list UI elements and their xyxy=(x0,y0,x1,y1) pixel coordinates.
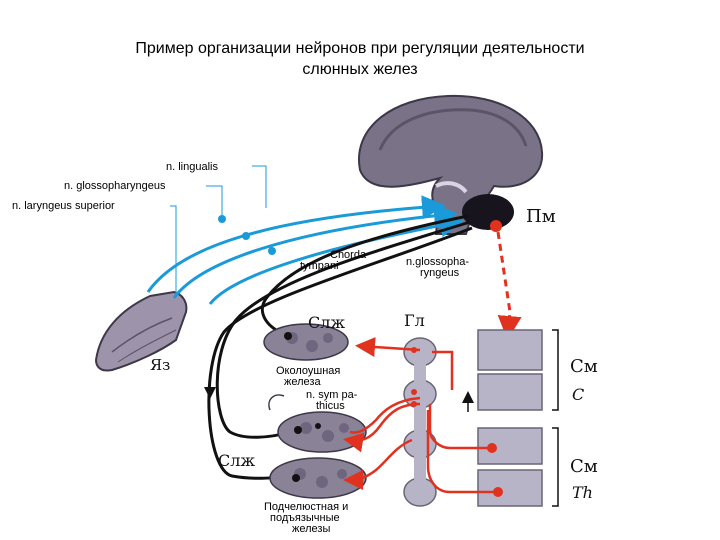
brain xyxy=(357,94,544,235)
label-slzh-top: Слж xyxy=(308,313,345,332)
leader-lines xyxy=(170,165,267,296)
ganglion-neuron-3 xyxy=(411,401,417,407)
spinal-cord-segments xyxy=(477,329,543,507)
label-sm-1: См xyxy=(570,356,598,377)
label-podch-3: железы xyxy=(292,523,330,535)
salivary-nucleus xyxy=(462,194,514,230)
tongue xyxy=(94,290,188,372)
label-c: C xyxy=(572,385,584,404)
parotid-gland xyxy=(263,323,349,361)
label-chorda: Chorda xyxy=(330,249,367,261)
ganglion-neuron-1 xyxy=(411,347,417,353)
label-yaz: Яз xyxy=(150,356,170,374)
label-gl: Гл xyxy=(404,311,425,330)
nucleus-red-neuron xyxy=(490,220,502,232)
label-ryngeus: ryngeus xyxy=(420,267,460,279)
ganglion-node-laryngeal xyxy=(268,247,276,255)
diagram-title: Пример организации нейронов при регуляци… xyxy=(0,38,720,80)
label-n-glossopha: n.glossopha- xyxy=(406,256,469,268)
label-okolo-1: Околоушная xyxy=(276,365,340,377)
label-symp-2: thicus xyxy=(316,400,345,412)
label-slzh-bottom: Слж xyxy=(218,451,255,470)
sublingual-gland xyxy=(269,457,367,499)
segment-brackets xyxy=(552,329,559,507)
parasympathetic-fibers xyxy=(207,214,473,480)
label-symp-1: n. sym pa- xyxy=(306,389,358,401)
sympathetic-fibers xyxy=(343,337,498,494)
ganglion-node-lingual xyxy=(218,215,226,223)
title-line-2: слюнных желез xyxy=(302,61,418,78)
title-line-1: Пример организации нейронов при регуляци… xyxy=(135,40,585,57)
label-podch-1: Подчелюстная и xyxy=(264,501,348,513)
label-sm-2: См xyxy=(570,456,598,477)
label-n-glossopharyngeus: n. glossopharyngeus xyxy=(64,180,166,192)
label-th: Th xyxy=(572,483,593,502)
label-n-laryngeus-superior: n. laryngeus superior xyxy=(12,200,115,212)
descending-sympathetic-path xyxy=(496,231,522,340)
label-pm: Пм xyxy=(526,206,556,227)
ganglion-node-glosso xyxy=(242,232,250,240)
label-okolo-2: железа xyxy=(284,376,321,388)
label-podch-2: подъязычные xyxy=(270,512,340,524)
label-n-lingualis: n. lingualis xyxy=(166,161,218,173)
ganglion-neuron-2 xyxy=(411,389,417,395)
label-tympani: tympani xyxy=(300,260,339,272)
